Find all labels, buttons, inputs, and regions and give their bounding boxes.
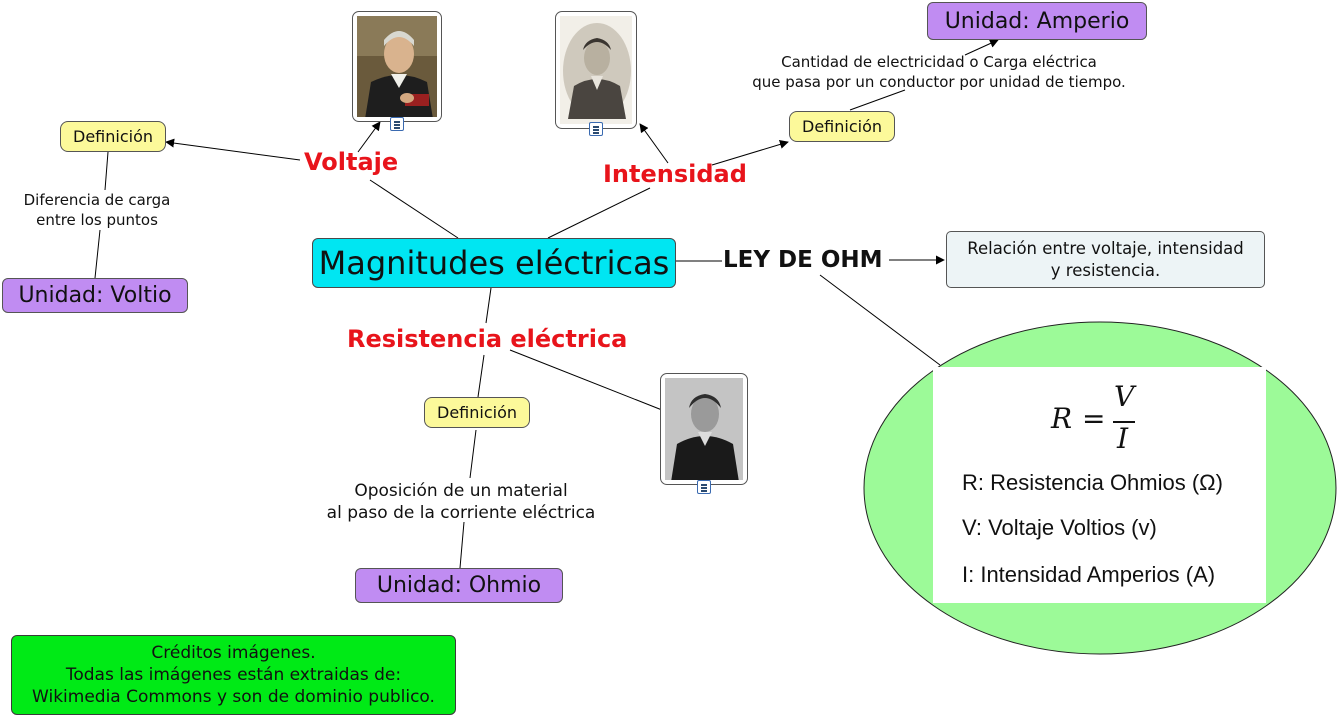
descripcion-resistencia-line2: al paso de la corriente eléctrica <box>326 503 596 523</box>
unidad-ohmio[interactable]: Unidad: Ohmio <box>355 568 563 603</box>
branch-intensidad[interactable]: Intensidad <box>603 160 747 188</box>
credits-box[interactable]: Créditos imágenes. Todas las imágenes es… <box>11 635 456 715</box>
formula-equals: = <box>1082 402 1106 435</box>
branch-resistencia[interactable]: Resistencia eléctrica <box>347 325 628 353</box>
formula-lhs: R <box>1051 402 1073 435</box>
note-icon[interactable] <box>697 480 711 494</box>
definicion-intensidad[interactable]: Definición <box>789 111 895 142</box>
formula-line-r: R: Resistencia Ohmios (Ω) <box>962 470 1223 495</box>
unidad-amperio[interactable]: Unidad: Amperio <box>927 2 1147 40</box>
relacion-box[interactable]: Relación entre voltaje, intensidad y res… <box>946 231 1265 288</box>
definicion-voltaje[interactable]: Definición <box>60 121 166 152</box>
branch-voltaje[interactable]: Voltaje <box>304 148 399 176</box>
descripcion-voltaje: Diferencia de carga entre los puntos <box>14 190 180 230</box>
portrait-volta[interactable] <box>352 11 442 122</box>
descripcion-resistencia: Oposición de un material al paso de la c… <box>296 480 626 524</box>
portrait-ampere[interactable] <box>555 11 637 129</box>
relacion-line1: Relación entre voltaje, intensidad <box>967 238 1244 258</box>
definicion-resistencia[interactable]: Definición <box>424 397 530 428</box>
formula-numerator: V <box>1114 380 1135 413</box>
portrait-ampere-image <box>560 16 632 124</box>
portrait-volta-image <box>357 16 437 117</box>
relacion-line2: y resistencia. <box>1050 260 1161 280</box>
formula-line-v: V: Voltaje Voltios (v) <box>962 515 1157 540</box>
descripcion-intensidad-line1: Cantidad de electricidad o Carga eléctri… <box>781 53 1097 71</box>
unidad-voltio[interactable]: Unidad: Voltio <box>2 278 188 313</box>
credits-line3: Wikimedia Commons y son de dominio publi… <box>32 687 435 707</box>
descripcion-voltaje-line1: Diferencia de carga <box>23 191 171 209</box>
formula-panel <box>933 367 1266 603</box>
central-node[interactable]: Magnitudes eléctricas <box>312 238 676 288</box>
branch-ley-de-ohm[interactable]: LEY DE OHM <box>723 247 883 273</box>
descripcion-voltaje-line2: entre los puntos <box>36 211 158 229</box>
fraction-bar <box>1113 421 1135 423</box>
portrait-ohm[interactable] <box>660 373 748 485</box>
descripcion-intensidad: Cantidad de electricidad o Carga eléctri… <box>726 52 1152 92</box>
credits-line1: Créditos imágenes. <box>151 643 316 663</box>
formula-denominator: I <box>1117 422 1129 455</box>
note-icon[interactable] <box>589 122 603 136</box>
descripcion-intensidad-line2: que pasa por un conductor por unidad de … <box>752 73 1126 91</box>
formula-line-i: I: Intensidad Amperios (A) <box>962 562 1216 587</box>
credits-line2: Todas las imágenes están extraidas de: <box>65 665 402 685</box>
portrait-ohm-image <box>665 378 743 480</box>
descripcion-resistencia-line1: Oposición de un material <box>354 481 568 501</box>
note-icon[interactable] <box>390 117 404 131</box>
